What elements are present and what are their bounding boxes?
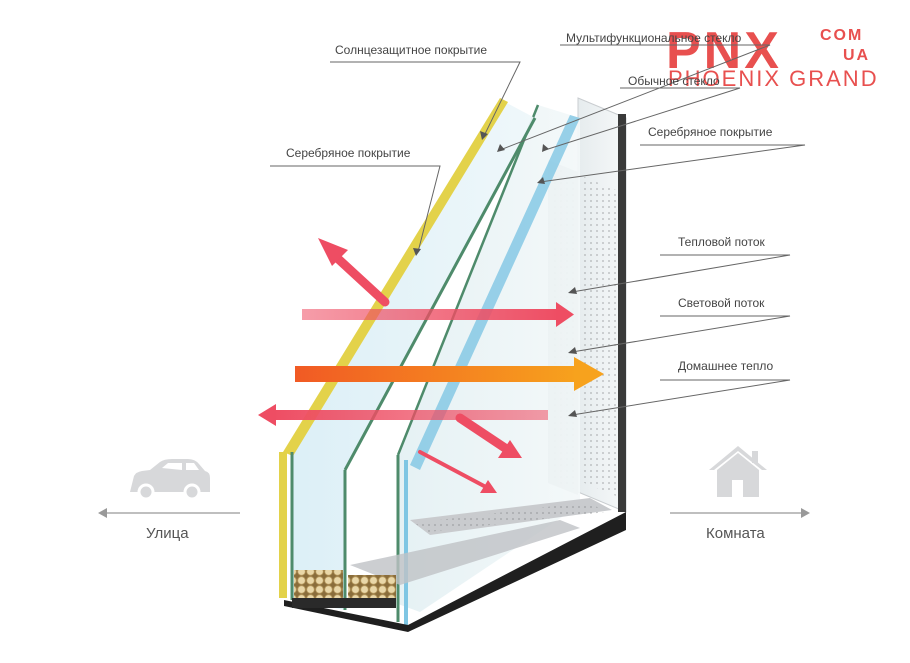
side-label-street: Улица [146,525,189,542]
middle-glass-pane [398,105,580,612]
light-ray-in [295,366,578,382]
label-silver-coating-right: Серебряное покрытие [648,125,773,139]
diagonal-ray-1 [455,413,510,453]
leader-lines [270,44,806,416]
energy-flows [258,238,604,493]
brand-name: PNX [666,22,782,80]
label-heat-flow: Тепловой поток [678,235,766,249]
label-silver-coating-left: Серебряное покрытие [286,146,411,160]
leader-arrowheads [413,131,577,417]
brand-logo: PNX COM UA PHOENIX GRAND [666,22,879,91]
reflected-ray-left [272,410,548,420]
car-icon [130,459,210,501]
street-side: Улица [98,459,240,542]
label-home-heat: Домашнее тепло [678,359,773,373]
label-multifunctional-glass: Мультифункциональное стекло [566,31,742,45]
room-side: Комната [670,446,810,542]
heat-ray-in [302,309,560,320]
brand-domain-top: COM [820,27,863,44]
reflected-ray-up [330,251,390,307]
label-light-flow: Световой поток [678,296,765,310]
house-icon [709,446,767,497]
side-label-room: Комната [706,525,765,542]
inner-pane-dark-edge [618,114,626,512]
label-regular-glass: Обычное стекло [628,74,720,88]
street-arrow-icon [98,508,107,518]
desiccant-left [294,570,343,602]
label-sun-coating: Солнцезащитное покрытие [335,43,487,57]
sealant-bottom [284,512,626,632]
room-arrow-icon [801,508,810,518]
diagonal-ray-2 [418,450,486,488]
brand-domain-bottom: UA [843,47,870,64]
brand-subtitle: PHOENIX GRAND [668,66,879,91]
